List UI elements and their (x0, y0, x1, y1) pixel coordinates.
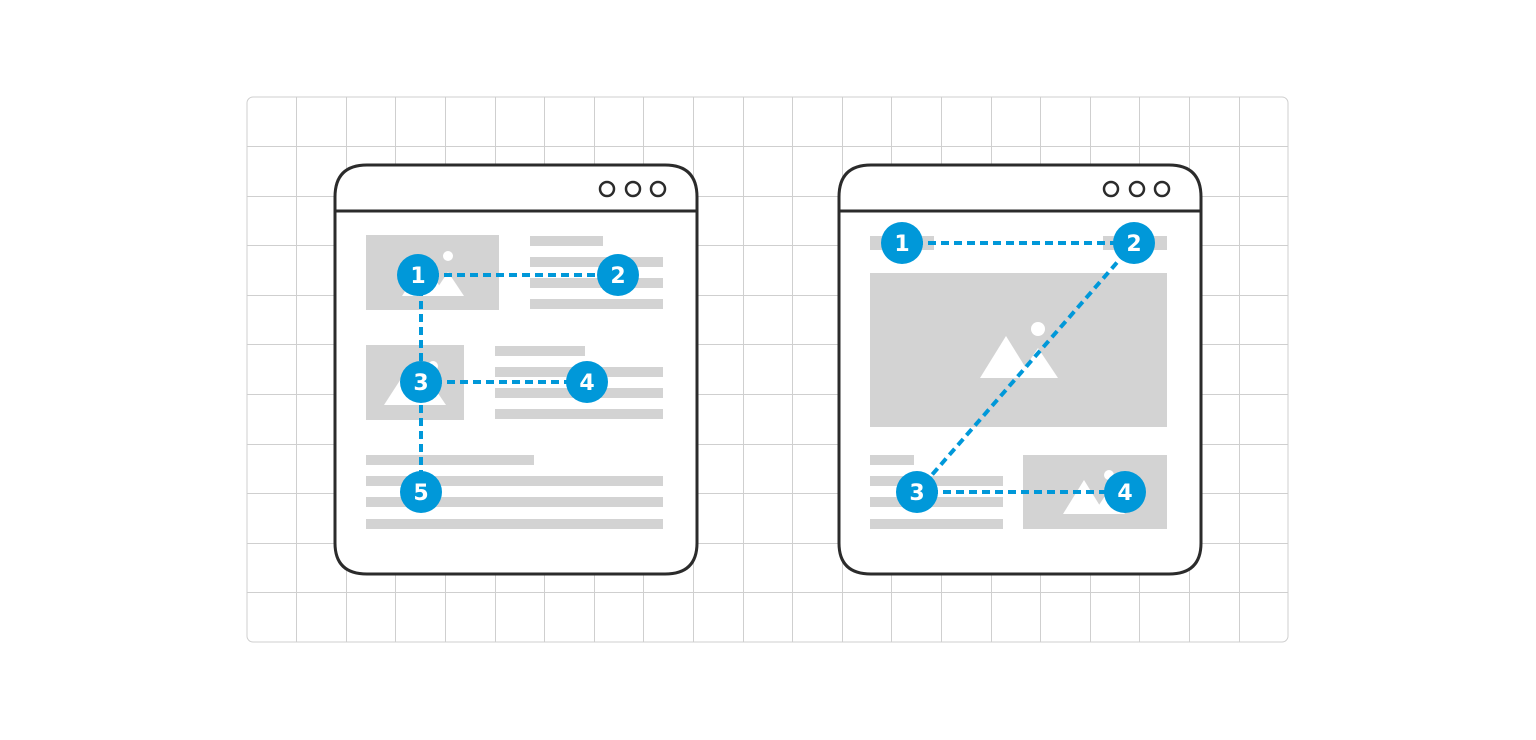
window-controls (1102, 180, 1171, 198)
window-control-icon (1153, 180, 1171, 198)
step-marker-4: 4 (566, 361, 608, 403)
mountain-icon (1063, 480, 1105, 514)
window-control-icon (598, 180, 616, 198)
svg-text:5: 5 (413, 481, 428, 506)
f-pattern-window: 1 2 3 4 5 (333, 163, 699, 576)
window-controls (598, 180, 667, 198)
z-pattern-window: 1 2 3 4 (837, 163, 1203, 576)
step-marker-5: 5 (400, 471, 442, 513)
window-control-icon (624, 180, 642, 198)
svg-text:1: 1 (410, 264, 425, 289)
window-control-icon (649, 180, 667, 198)
step-marker-2: 2 (1113, 222, 1155, 264)
text-placeholder-block (530, 236, 663, 309)
window-control-icon (1102, 180, 1120, 198)
mountain-icon (432, 272, 464, 296)
step-marker-3: 3 (400, 361, 442, 403)
step-marker-3: 3 (896, 471, 938, 513)
window-control-icon (1128, 180, 1146, 198)
svg-text:4: 4 (579, 371, 594, 396)
step-marker-1: 1 (397, 254, 439, 296)
svg-text:2: 2 (1126, 232, 1141, 257)
hero-image-placeholder (870, 273, 1167, 427)
svg-text:1: 1 (894, 232, 909, 257)
text-placeholder-block (366, 455, 663, 529)
text-placeholder-block (870, 455, 1003, 529)
sun-icon (443, 251, 453, 261)
step-marker-2: 2 (597, 254, 639, 296)
svg-text:2: 2 (610, 264, 625, 289)
step-marker-4: 4 (1104, 471, 1146, 513)
step-marker-1: 1 (881, 222, 923, 264)
sun-icon (1031, 322, 1045, 336)
svg-text:4: 4 (1117, 481, 1132, 506)
mountain-icon (1018, 348, 1058, 378)
z-reading-path (902, 241, 1136, 494)
svg-text:3: 3 (909, 481, 924, 506)
mountain-icon (980, 336, 1032, 378)
svg-text:3: 3 (413, 371, 428, 396)
